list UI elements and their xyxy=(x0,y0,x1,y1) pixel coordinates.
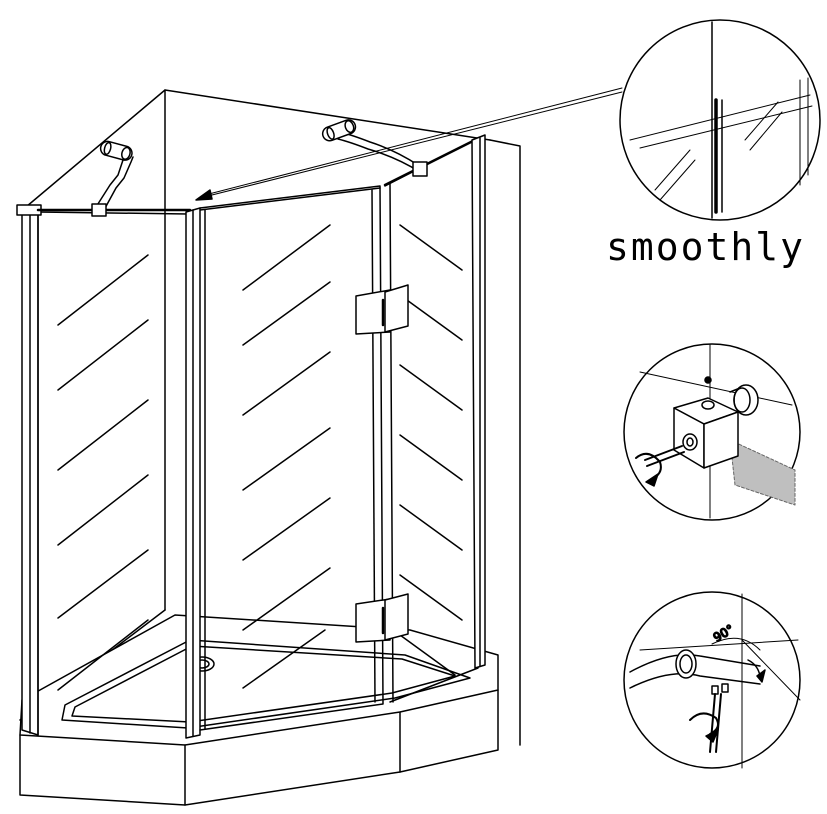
callout-arrow xyxy=(196,88,622,200)
detail-angle-magnifier: 90° xyxy=(624,592,800,768)
glass-reflection-marks xyxy=(243,225,330,688)
angle-arc-icon xyxy=(712,638,760,650)
rotate-arrow-icon xyxy=(690,713,718,734)
right-glass-panel xyxy=(385,135,485,702)
glass-reflection-marks xyxy=(58,255,148,690)
door-glass-panel xyxy=(186,186,383,738)
shower-enclosure xyxy=(17,88,622,805)
upper-hinge-icon xyxy=(356,285,408,334)
shaded-glass-area xyxy=(730,440,795,505)
detail-seam-magnifier xyxy=(620,20,820,220)
right-support-bar-icon xyxy=(321,118,427,176)
left-glass-panel xyxy=(17,205,188,735)
lower-hinge-icon xyxy=(356,594,408,642)
caption-smoothly: smoothly xyxy=(606,225,806,269)
shower-tray xyxy=(20,615,498,805)
glass-reflection-marks xyxy=(400,225,462,675)
detail-clamp-magnifier xyxy=(624,344,800,520)
left-support-bar-icon xyxy=(92,140,134,216)
